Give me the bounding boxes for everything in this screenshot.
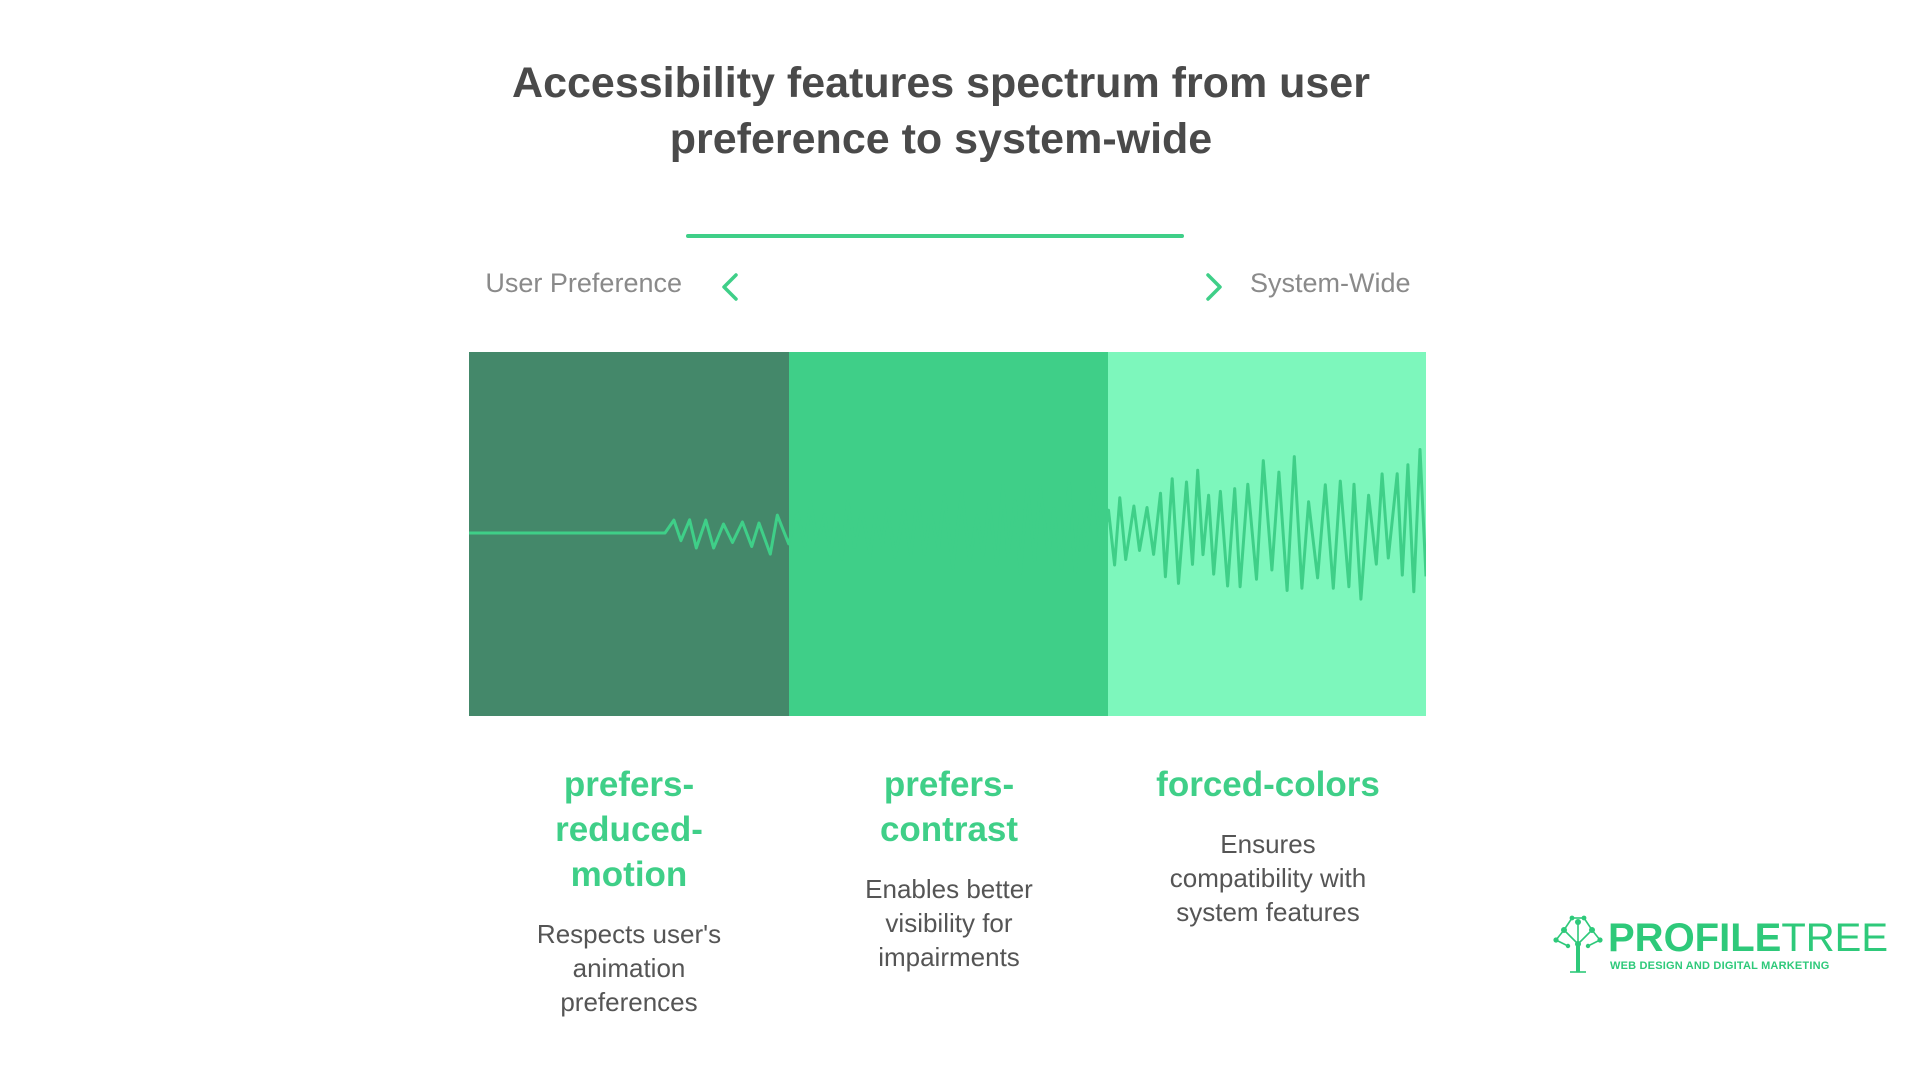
feature-title: prefers- contrast [879, 765, 1019, 849]
logo-tagline: WEB DESIGN AND DIGITAL MARKETING [1610, 960, 1830, 972]
title-line-1: Accessibility features spectrum from use… [512, 59, 1370, 107]
tree-network-icon [1553, 915, 1603, 973]
feature-reduced-motion: prefers- reduced- motion Respects user's… [469, 762, 789, 1019]
feature-title: prefers- reduced- motion [555, 765, 703, 894]
user-preference-label: User Preference [485, 268, 682, 298]
logo-name: PROFILETREE [1608, 916, 1889, 960]
feature-description: Enables better visibility for impairment… [865, 874, 1033, 972]
chevron-right-icon [1200, 270, 1228, 304]
feature-forced-colors: forced-colors Ensures compatibility with… [1108, 762, 1428, 929]
chevron-left-icon [716, 270, 744, 304]
page-title: Accessibility features spectrum from use… [0, 55, 1882, 167]
waveform-icon [469, 448, 1426, 601]
feature-description: Ensures compatibility with system featur… [1169, 829, 1367, 927]
spectrum-line [686, 234, 1184, 238]
feature-description: Respects user's animation preferences [536, 919, 722, 1017]
title-line-2: preference to system-wide [669, 115, 1213, 163]
feature-title: forced-colors [1156, 765, 1380, 804]
feature-contrast: prefers- contrast Enables better visibil… [789, 762, 1109, 974]
spectrum-bands [469, 352, 1426, 716]
system-wide-label: System-Wide [1250, 268, 1411, 298]
profiletree-logo: PROFILETREE WEB DESIGN AND DIGITAL MARKE… [1552, 914, 1888, 976]
